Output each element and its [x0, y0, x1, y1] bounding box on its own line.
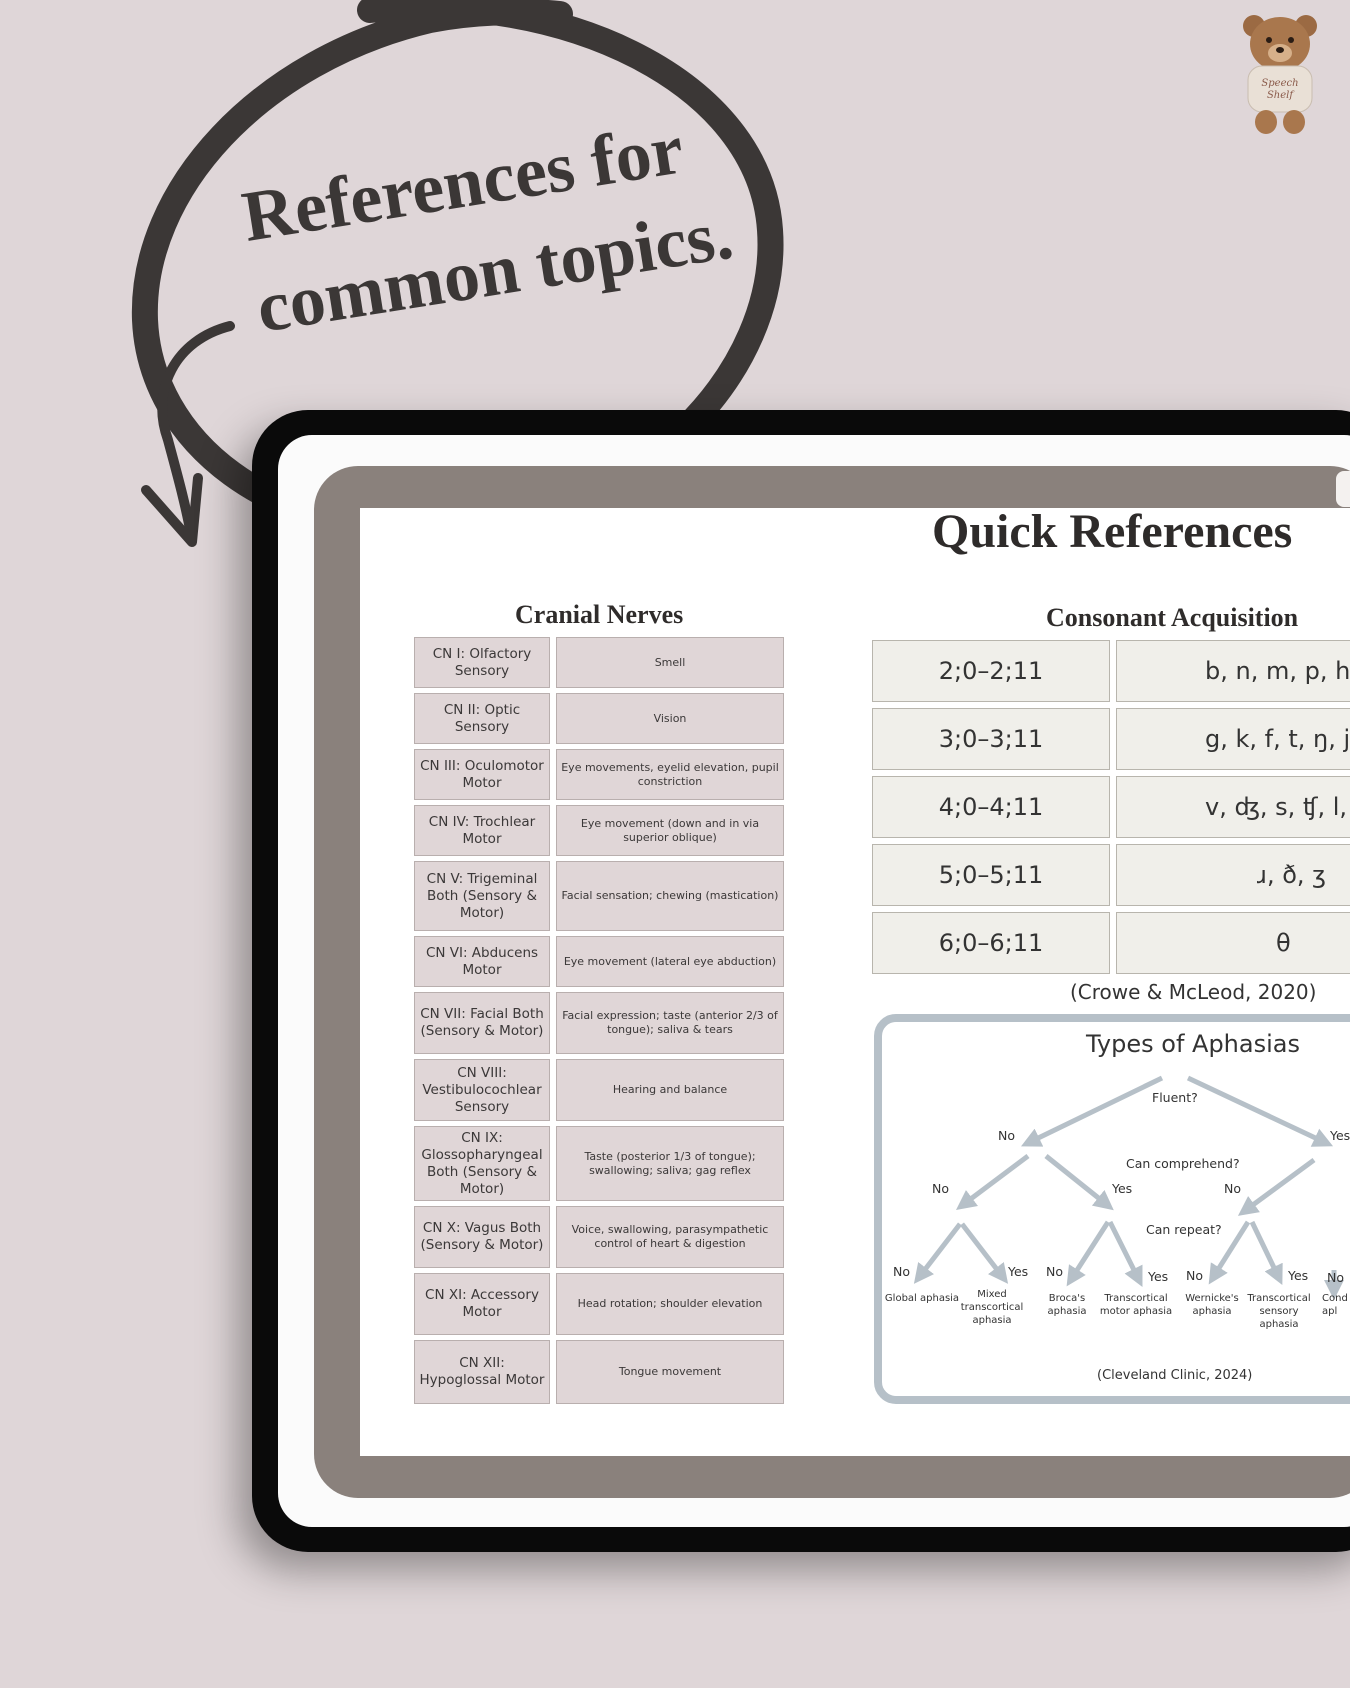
- cn-name-cell: CN VII: Facial Both (Sensory & Motor): [414, 992, 550, 1054]
- age-cell: 2;0–2;11: [872, 640, 1110, 702]
- cn-function-cell: Facial expression; taste (anterior 2/3 o…: [556, 992, 784, 1054]
- age-cell: 6;0–6;11: [872, 912, 1110, 974]
- aphasia-flowchart-arrows: [913, 1075, 1344, 1300]
- leaf-brocas-aphasia: Broca's aphasia: [1047, 1293, 1087, 1317]
- cn-function-cell: Facial sensation; chewing (mastication): [556, 861, 784, 931]
- cn-name-cell: CN IX: Glossopharyngeal Both (Sensory & …: [414, 1126, 550, 1201]
- table-row: 5;0–5;11 ɹ, ð, ʒ: [872, 844, 1350, 906]
- cn-function-cell: Smell: [556, 637, 784, 688]
- cn-name-cell: CN II: Optic Sensory: [414, 693, 550, 744]
- label-no: No: [1327, 1270, 1344, 1285]
- table-row: CN X: Vagus Both (Sensory & Motor) Voice…: [414, 1206, 784, 1268]
- sounds-cell: g, k, f, t, ŋ, j: [1116, 708, 1350, 770]
- label-no: No: [932, 1181, 949, 1196]
- label-yes: Yes: [1288, 1268, 1309, 1283]
- aphasia-flowchart-box: [874, 1014, 1350, 1404]
- cn-function-cell: Head rotation; shoulder elevation: [556, 1273, 784, 1335]
- label-yes: Yes: [1330, 1128, 1350, 1143]
- sounds-cell: θ: [1116, 912, 1350, 974]
- svg-text:Shelf: Shelf: [1267, 90, 1295, 101]
- label-no: No: [1224, 1181, 1241, 1196]
- label-no: No: [1186, 1268, 1203, 1283]
- table-row: 4;0–4;11 v, ʤ, s, ʧ, l, ʃ,: [872, 776, 1350, 838]
- cn-function-cell: Tongue movement: [556, 1340, 784, 1404]
- cn-function-cell: Eye movements, eyelid elevation, pupil c…: [556, 749, 784, 800]
- table-row: CN IX: Glossopharyngeal Both (Sensory & …: [414, 1126, 784, 1201]
- leaf-conduction-aphasia: Cond apl: [1322, 1293, 1348, 1317]
- aphasia-citation: (Cleveland Clinic, 2024): [1097, 1368, 1253, 1383]
- cn-function-cell: Eye movement (lateral eye abduction): [556, 936, 784, 987]
- label-yes: Yes: [1112, 1181, 1133, 1196]
- cn-name-cell: CN XII: Hypoglossal Motor: [414, 1340, 550, 1404]
- cn-name-cell: CN X: Vagus Both (Sensory & Motor): [414, 1206, 550, 1268]
- leaf-mixed-transcortical-aphasia: Mixed transcortical aphasia: [960, 1289, 1024, 1326]
- age-cell: 3;0–3;11: [872, 708, 1110, 770]
- question-repeat: Can repeat?: [1146, 1222, 1222, 1237]
- page-title: Quick References: [932, 505, 1293, 558]
- sounds-cell: b, n, m, p, h, w: [1116, 640, 1350, 702]
- table-row: CN VI: Abducens Motor Eye movement (late…: [414, 936, 784, 987]
- label-no: No: [1046, 1264, 1063, 1279]
- table-row: 3;0–3;11 g, k, f, t, ŋ, j: [872, 708, 1350, 770]
- cn-function-cell: Hearing and balance: [556, 1059, 784, 1121]
- leaf-transcortical-motor-aphasia: Transcortical motor aphasia: [1099, 1293, 1173, 1317]
- cn-name-cell: CN I: Olfactory Sensory: [414, 637, 550, 688]
- question-fluent: Fluent?: [1152, 1090, 1198, 1105]
- tab-chip[interactable]: S: [1336, 471, 1350, 507]
- label-no: No: [893, 1264, 910, 1279]
- label-no: No: [998, 1128, 1015, 1143]
- cn-function-cell: Taste (posterior 1/3 of tongue); swallow…: [556, 1126, 784, 1201]
- label-yes: Yes: [1008, 1264, 1029, 1279]
- cn-function-cell: Voice, swallowing, parasympathetic contr…: [556, 1206, 784, 1268]
- table-row: CN IV: Trochlear Motor Eye movement (dow…: [414, 805, 784, 856]
- bear-logo-icon: Speech Shelf: [1243, 15, 1317, 134]
- label-yes: Yes: [1148, 1269, 1169, 1284]
- cn-name-cell: CN V: Trigeminal Both (Sensory & Motor): [414, 861, 550, 931]
- sounds-cell: v, ʤ, s, ʧ, l, ʃ,: [1116, 776, 1350, 838]
- cn-name-cell: CN VI: Abducens Motor: [414, 936, 550, 987]
- cn-name-cell: CN XI: Accessory Motor: [414, 1273, 550, 1335]
- callout-text: References for common topics.: [236, 97, 739, 354]
- table-row: CN XII: Hypoglossal Motor Tongue movemen…: [414, 1340, 784, 1404]
- cn-name-cell: CN IV: Trochlear Motor: [414, 805, 550, 856]
- table-row: CN VII: Facial Both (Sensory & Motor) Fa…: [414, 992, 784, 1054]
- consonant-citation: (Crowe & McLeod, 2020): [1070, 980, 1317, 1004]
- consonant-acquisition-title: Consonant Acquisition: [1046, 603, 1299, 632]
- age-cell: 5;0–5;11: [872, 844, 1110, 906]
- consonant-acquisition-table: 2;0–2;11 b, n, m, p, h, w 3;0–3;11 g, k,…: [872, 640, 1350, 980]
- cn-name-cell: CN VIII: Vestibulocochlear Sensory: [414, 1059, 550, 1121]
- leaf-transcortical-sensory-aphasia: Transcortical sensory aphasia: [1247, 1293, 1311, 1330]
- table-row: CN VIII: Vestibulocochlear Sensory Heari…: [414, 1059, 784, 1121]
- sounds-cell: ɹ, ð, ʒ: [1116, 844, 1350, 906]
- svg-text:Speech: Speech: [1261, 78, 1298, 89]
- leaf-wernickes-aphasia: Wernicke's aphasia: [1185, 1293, 1239, 1317]
- cn-function-cell: Eye movement (down and in via superior o…: [556, 805, 784, 856]
- table-row: CN I: Olfactory Sensory Smell: [414, 637, 784, 688]
- table-row: CN II: Optic Sensory Vision: [414, 693, 784, 744]
- table-row: 2;0–2;11 b, n, m, p, h, w: [872, 640, 1350, 702]
- table-row: CN V: Trigeminal Both (Sensory & Motor) …: [414, 861, 784, 931]
- aphasia-title: Types of Aphasias: [1086, 1030, 1300, 1058]
- table-row: 6;0–6;11 θ: [872, 912, 1350, 974]
- cranial-nerves-title: Cranial Nerves: [515, 600, 684, 629]
- question-comprehend: Can comprehend?: [1126, 1156, 1240, 1171]
- cranial-nerves-table: CN I: Olfactory Sensory Smell CN II: Opt…: [414, 637, 784, 1409]
- cn-function-cell: Vision: [556, 693, 784, 744]
- cn-name-cell: CN III: Oculomotor Motor: [414, 749, 550, 800]
- age-cell: 4;0–4;11: [872, 776, 1110, 838]
- table-row: CN XI: Accessory Motor Head rotation; sh…: [414, 1273, 784, 1335]
- table-row: CN III: Oculomotor Motor Eye movements, …: [414, 749, 784, 800]
- leaf-global-aphasia: Global aphasia: [884, 1293, 960, 1304]
